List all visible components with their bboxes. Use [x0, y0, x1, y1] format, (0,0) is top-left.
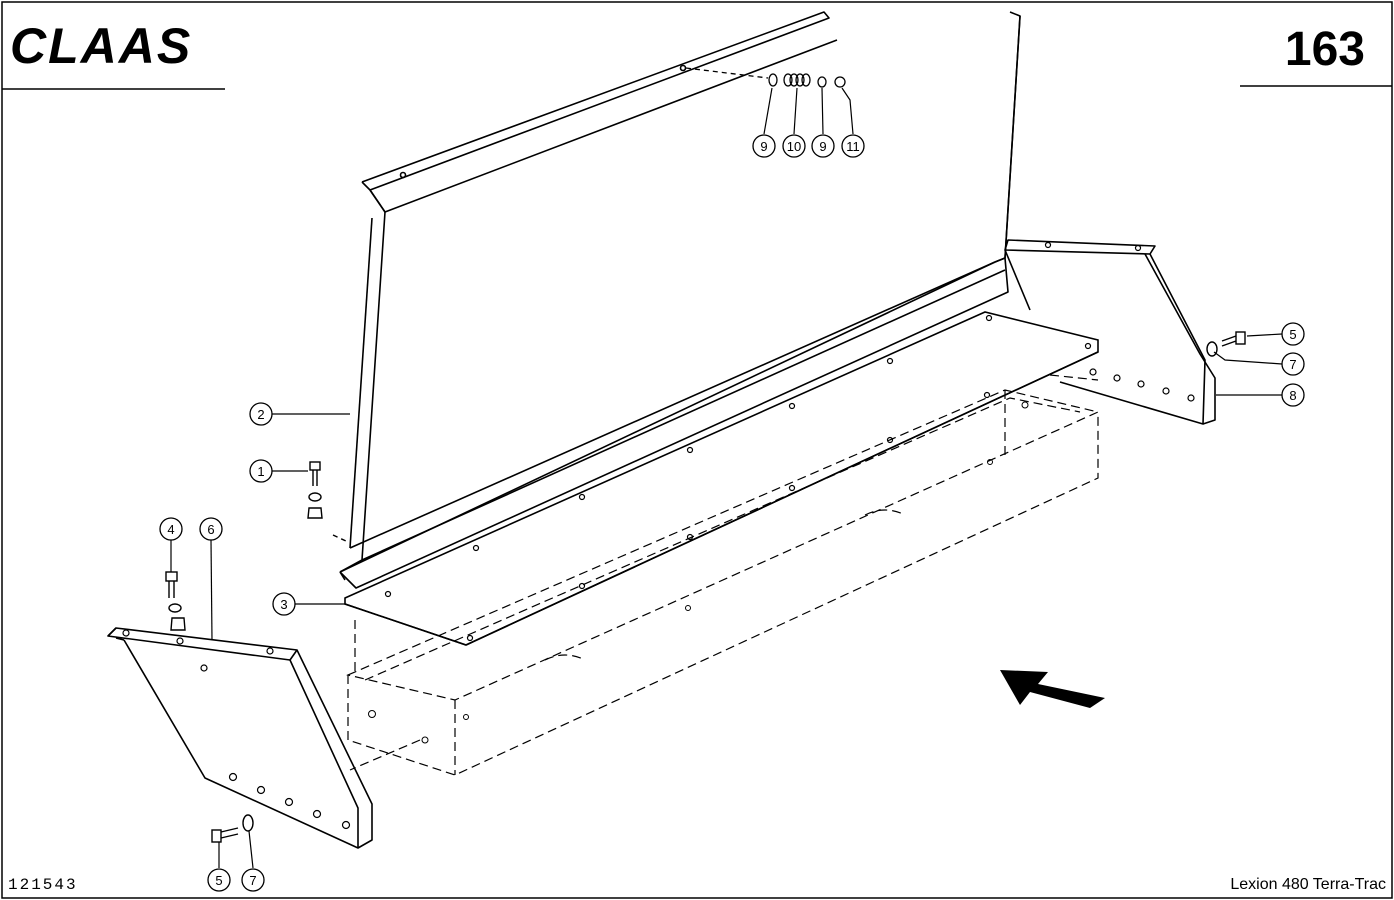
nut-icon	[834, 76, 846, 88]
washer-icon	[308, 492, 322, 502]
washer-icon	[768, 73, 778, 87]
hidden-frame-reference	[346, 374, 1100, 776]
fastener-bolt-5-lower	[211, 814, 254, 843]
callout-label: 9	[819, 139, 826, 154]
bolt-icon	[309, 461, 321, 471]
nut-icon	[307, 507, 323, 519]
fastener-bolt-5-upper	[1206, 331, 1246, 357]
callout-5-lower: 5	[207, 868, 231, 892]
page-number: 163	[1285, 23, 1365, 76]
bottom-plate-holes	[384, 314, 1092, 642]
callout-9-left: 9	[752, 134, 776, 158]
fastener-stack-top	[685, 67, 846, 88]
brand-logo: CLAAS	[10, 18, 192, 74]
callout-4: 4	[159, 517, 183, 541]
callout-8: 8	[1281, 383, 1305, 407]
callout-label: 9	[760, 139, 767, 154]
callout-6: 6	[199, 517, 223, 541]
callout-label: 8	[1289, 388, 1296, 403]
callout-label: 5	[215, 873, 222, 888]
washer-icon	[817, 76, 827, 88]
callout-label: 6	[207, 522, 214, 537]
callout-label: 7	[1289, 357, 1296, 372]
nut-icon	[170, 617, 186, 631]
callout-11: 11	[841, 134, 865, 158]
callout-1: 1	[249, 459, 273, 483]
left-side-bracket	[107, 627, 373, 849]
callout-label: 7	[249, 873, 256, 888]
callout-label: 5	[1289, 327, 1296, 342]
callout-7-lower: 7	[241, 868, 265, 892]
bottom-plate	[344, 311, 1099, 646]
callout-2: 2	[249, 402, 273, 426]
callout-label: 2	[257, 407, 264, 422]
washer-icon	[1206, 341, 1218, 357]
fastener-bolt-4	[165, 571, 186, 631]
model-name: Lexion 480 Terra-Trac	[1230, 876, 1386, 893]
hidden-frame-holes	[368, 401, 1029, 744]
washer-icon	[242, 814, 254, 832]
bolt-icon	[211, 829, 222, 843]
washer-icon	[168, 603, 182, 613]
callout-10: 10	[782, 134, 806, 158]
bolt-icon	[165, 571, 178, 582]
callout-9-right: 9	[811, 134, 835, 158]
fastener-bolt-1	[307, 461, 349, 543]
right-side-bracket	[1004, 239, 1216, 425]
direction-arrow-icon	[1000, 670, 1105, 708]
left-bracket-holes	[122, 629, 351, 830]
callout-7-upper: 7	[1281, 352, 1305, 376]
brand-logo-text: CLAAS	[10, 18, 192, 74]
callout-3: 3	[272, 592, 296, 616]
callout-label: 1	[257, 464, 264, 479]
callout-label: 4	[167, 522, 174, 537]
drawing-number: 121543	[8, 876, 78, 894]
main-panel	[339, 11, 1021, 589]
callout-leaders	[170, 87, 1283, 869]
callout-label: 3	[280, 597, 287, 612]
callout-label: 10	[787, 139, 801, 154]
callout-5-upper: 5	[1281, 322, 1305, 346]
callout-label: 11	[846, 139, 860, 154]
bolt-icon	[1235, 331, 1246, 345]
right-bracket-holes	[1044, 241, 1195, 402]
